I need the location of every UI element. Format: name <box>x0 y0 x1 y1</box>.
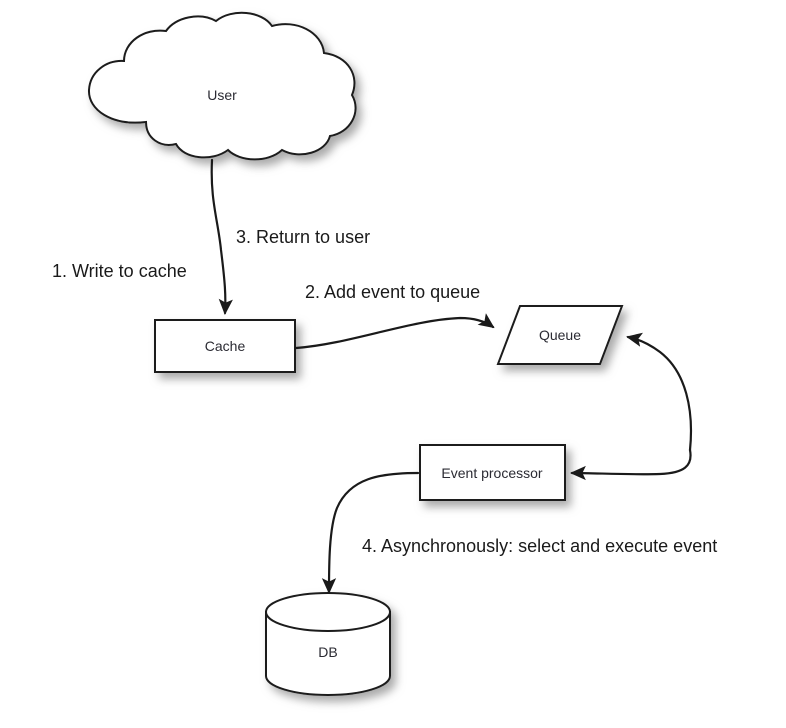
node-cache[interactable]: Cache <box>154 319 296 373</box>
node-event-processor-label: Event processor <box>441 465 542 481</box>
step-label-3: 3. Return to user <box>236 227 370 247</box>
step-label-2: 2. Add event to queue <box>305 282 480 302</box>
node-cache-label: Cache <box>205 338 246 354</box>
node-event-processor[interactable]: Event processor <box>419 444 566 501</box>
edge-cache-to-queue <box>294 313 495 350</box>
step-label-4: 4. Asynchronously: select and execute ev… <box>362 536 717 556</box>
node-db-label: DB <box>318 644 337 660</box>
edge-event-processor-to-db <box>321 471 420 594</box>
edge-queue-to-event-processor <box>570 448 692 481</box>
node-queue-label: Queue <box>539 327 581 343</box>
node-user-label: User <box>207 87 237 103</box>
node-user[interactable]: User <box>87 11 357 161</box>
node-db[interactable]: DB <box>265 592 391 696</box>
node-queue[interactable]: Queue <box>496 305 624 365</box>
edge-user-to-cache <box>210 158 233 315</box>
step-label-1: 1. Write to cache <box>52 261 187 281</box>
edge-event-processor-to-queue <box>626 332 693 452</box>
